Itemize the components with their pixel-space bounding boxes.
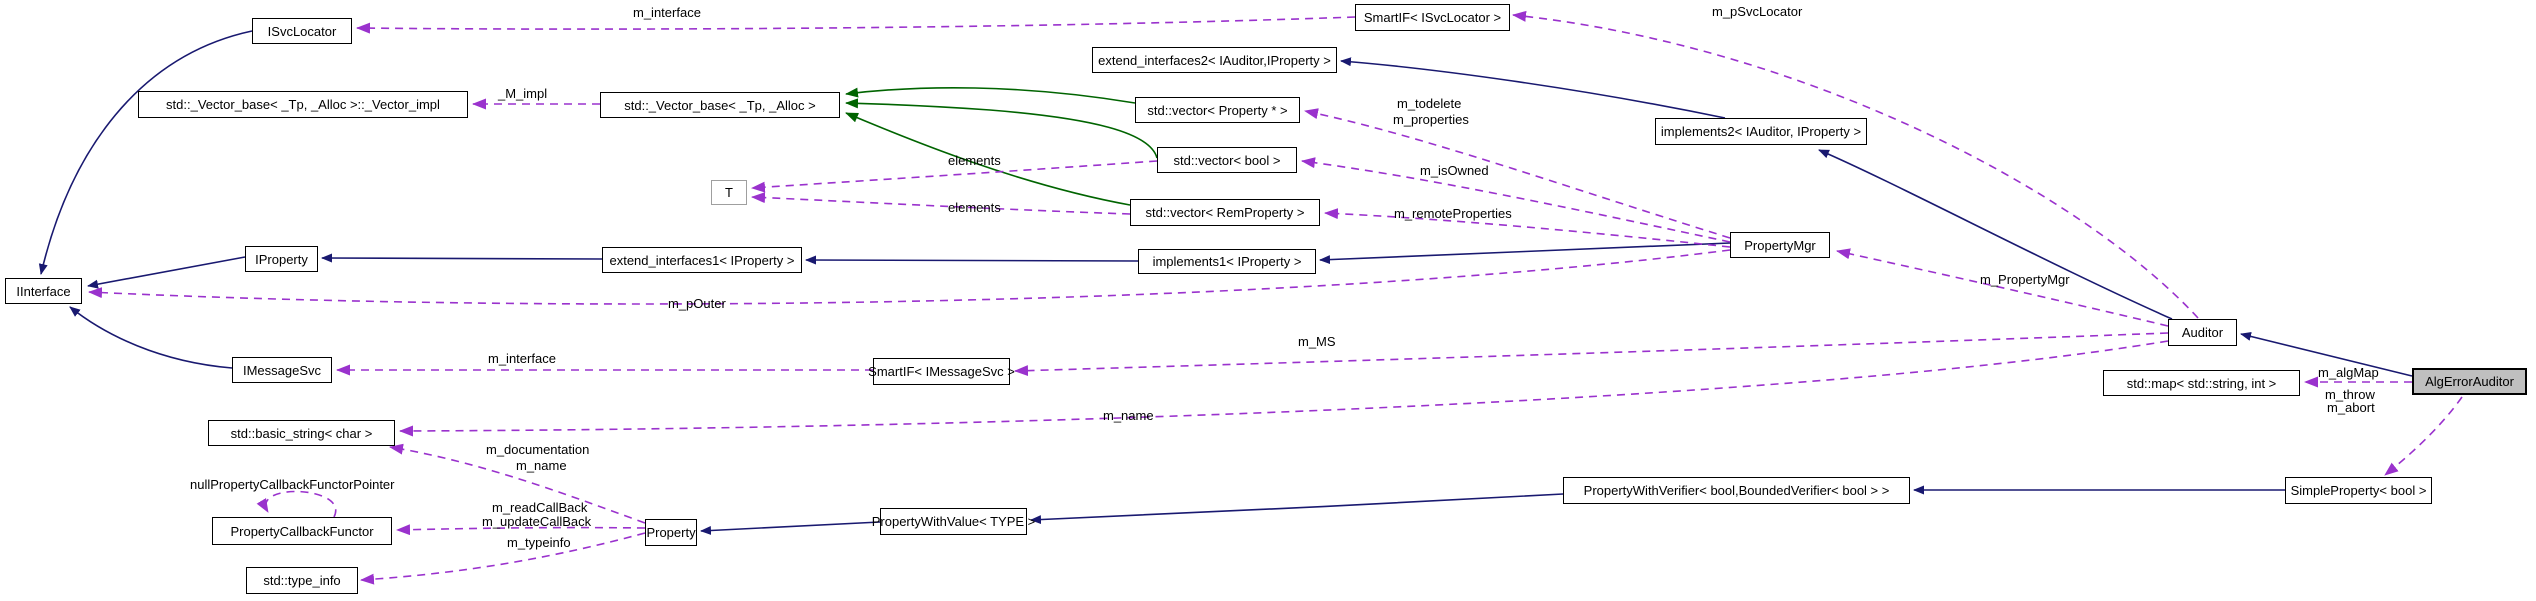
node-propertywithverifier[interactable]: PropertyWithVerifier< bool,BoundedVerifi… xyxy=(1563,477,1910,504)
edge-label-m-properties: m_properties xyxy=(1393,112,1469,127)
node-extend-interfaces2[interactable]: extend_interfaces2< IAuditor,IProperty > xyxy=(1092,47,1337,73)
node-simpleproperty-bool[interactable]: SimpleProperty< bool > xyxy=(2285,477,2432,504)
edge-label-m-pouter: m_pOuter xyxy=(668,296,726,311)
node-extend-interfaces1[interactable]: extend_interfaces1< IProperty > xyxy=(602,247,802,273)
edge-label-m-algmap: m_algMap xyxy=(2318,365,2379,380)
edge-label-m-documentation: m_documentation xyxy=(486,442,590,457)
edge-isvclocator-to-iinterface xyxy=(38,30,253,275)
edge-label-m-name-property: m_name xyxy=(516,458,567,473)
edge-auditor-to-basicstring xyxy=(399,340,2169,437)
node-type-info[interactable]: std::type_info xyxy=(246,567,358,594)
edge-property-to-basicstring xyxy=(389,443,646,524)
edge-label-elements-2: elements xyxy=(948,200,1001,215)
edge-callbackfunctor-self-loop xyxy=(256,490,337,518)
node-basic-string[interactable]: std::basic_string< char > xyxy=(208,420,395,446)
edge-label-m-readcallback: m_readCallBack xyxy=(492,500,588,515)
edge-label-m-ms: m_MS xyxy=(1298,334,1336,349)
edge-auditor-to-smartifimessagesvc xyxy=(1014,332,2169,377)
edge-vectorremproperty-to-t xyxy=(751,192,1131,215)
edge-extendinterfaces1-to-iproperty xyxy=(321,253,603,263)
edge-label-m-todelete: m_todelete xyxy=(1397,96,1462,111)
node-map-string-int[interactable]: std::map< std::string, int > xyxy=(2103,370,2300,396)
edge-label-m-isowned: m_isOwned xyxy=(1420,163,1489,178)
edge-propertymgr-to-vectorbool xyxy=(1301,157,1731,243)
edge-iproperty-to-iinterface xyxy=(87,256,246,289)
edge-label-m-impl: _M_impl xyxy=(498,86,548,101)
edge-label-m-throw: m_throw xyxy=(2325,387,2375,402)
edge-label-m-propertymgr: m_PropertyMgr xyxy=(1980,272,2070,287)
edge-vectorremproperty-to-vectorbase xyxy=(845,112,1131,206)
edge-label-elements-1: elements xyxy=(948,153,1001,168)
edge-property-to-typeinfo xyxy=(360,532,646,585)
edge-label-m-name-auditor: m_name xyxy=(1103,408,1154,423)
edge-smartifisvclocator-to-isvclocator xyxy=(356,16,1356,34)
node-implements1[interactable]: implements1< IProperty > xyxy=(1138,249,1316,274)
node-vector-bool[interactable]: std::vector< bool > xyxy=(1157,147,1297,173)
node-vector-impl[interactable]: std::_Vector_base< _Tp, _Alloc >::_Vecto… xyxy=(138,91,468,118)
node-iinterface[interactable]: IInterface xyxy=(5,278,82,304)
edge-imessagesvc-to-iinterface xyxy=(69,306,233,369)
node-smartif-isvclocator[interactable]: SmartIF< ISvcLocator > xyxy=(1355,4,1510,31)
node-propertywithvalue[interactable]: PropertyWithValue< TYPE > xyxy=(872,508,1035,535)
edge-implements2-to-extendinterfaces2 xyxy=(1340,57,1726,119)
edge-label-m-remoteproperties: m_remoteProperties xyxy=(1394,206,1512,221)
node-propertycallbackfunctor[interactable]: PropertyCallbackFunctor xyxy=(212,517,392,545)
node-vector-property[interactable]: std::vector< Property * > xyxy=(1135,97,1300,123)
edge-propertywithverifier-to-propertywithvalue xyxy=(1030,493,1564,525)
node-isvclocator[interactable]: ISvcLocator xyxy=(252,18,352,44)
edge-vectorproperty-to-vectorbase xyxy=(845,86,1136,104)
edge-propertymgr-to-vectorproperty xyxy=(1304,108,1731,239)
edge-label-m-interface-top: m_interface xyxy=(633,5,701,20)
node-template-t[interactable]: T xyxy=(711,180,747,205)
node-vector-remproperty[interactable]: std::vector< RemProperty > xyxy=(1130,199,1320,226)
node-auditor[interactable]: Auditor xyxy=(2168,319,2237,346)
node-implements2[interactable]: implements2< IAuditor, IProperty > xyxy=(1655,118,1867,145)
node-property[interactable]: Property xyxy=(645,519,697,546)
edge-propertymgr-to-vectorremproperty xyxy=(1324,208,1731,248)
edge-propertywithvalue-to-property xyxy=(700,521,881,535)
edge-auditor-to-smartifisvclocator xyxy=(1512,10,2199,319)
edge-label-m-interface-bottom: m_interface xyxy=(488,351,556,366)
edge-propertymgr-to-iinterface-pouter xyxy=(88,249,1731,305)
node-smartif-imessagesvc[interactable]: SmartIF< IMessageSvc > xyxy=(868,358,1015,385)
node-imessagesvc[interactable]: IMessageSvc xyxy=(232,357,332,383)
node-propertymgr[interactable]: PropertyMgr xyxy=(1730,232,1830,258)
node-iproperty[interactable]: IProperty xyxy=(245,246,318,272)
node-algerrorauditor: AlgErrorAuditor xyxy=(2412,368,2527,395)
edge-label-m-typeinfo: m_typeinfo xyxy=(507,535,571,550)
edge-vectorbool-to-t xyxy=(751,160,1158,193)
edge-property-to-callbackfunctor xyxy=(396,524,646,536)
edge-algerrorauditor-to-simpleproperty xyxy=(2384,396,2463,476)
edge-auditor-to-implements2 xyxy=(1818,149,2173,320)
edge-propertymgr-to-implements1 xyxy=(1319,242,1731,265)
node-vector-base[interactable]: std::_Vector_base< _Tp, _Alloc > xyxy=(600,92,840,118)
edge-label-m-abort: m_abort xyxy=(2327,400,2375,415)
edge-implements1-to-extendinterfaces1 xyxy=(805,255,1139,265)
edge-vectorbool-to-vectorbase xyxy=(845,98,1158,159)
edge-label-m-updatecallback: m_updateCallBack xyxy=(482,514,592,529)
edge-auditor-to-propertymgr xyxy=(1836,248,2169,327)
edge-label-nullpropertycallbackfunctorpointer: nullPropertyCallbackFunctorPointer xyxy=(190,477,395,492)
edge-label-m-psvclocator: m_pSvcLocator xyxy=(1712,4,1803,19)
edge-algerrorauditor-to-auditor xyxy=(2240,332,2413,377)
